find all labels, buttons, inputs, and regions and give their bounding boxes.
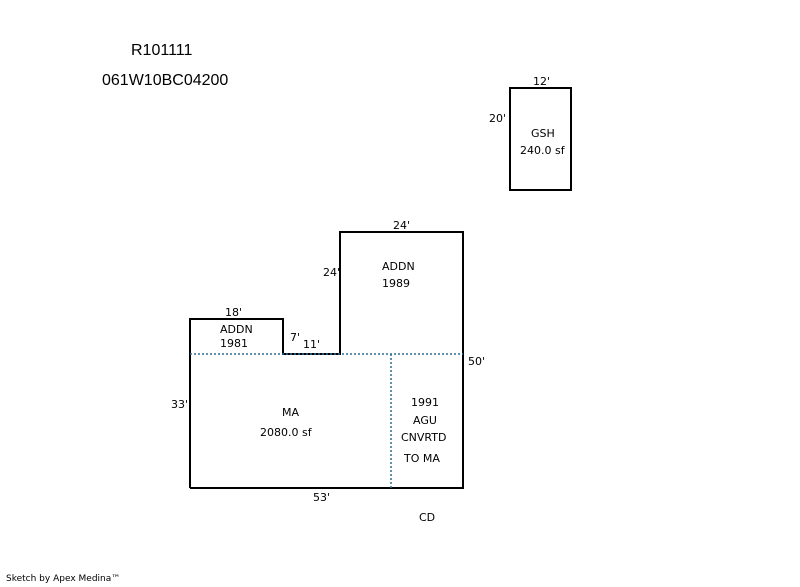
cd-label: CD (419, 511, 435, 524)
sketch-credit: Sketch by Apex Medina™ (6, 574, 121, 584)
converted-line4: TO MA (403, 452, 440, 465)
addn-1989-label: ADDN (382, 260, 415, 273)
gsh-area: 240.0 sf (520, 144, 566, 157)
ma-right-dim: 50' (468, 355, 485, 368)
addn-1989-top-dim: 24' (393, 219, 410, 232)
ma-label: MA (282, 406, 299, 419)
addn-1981-top-dim: 18' (225, 306, 242, 319)
converted-line2: AGU (413, 414, 437, 427)
ma-left-dim: 33' (171, 398, 188, 411)
gsh-label: GSH (531, 127, 555, 140)
addn-1981-step-vertical-dim: 7' (290, 331, 300, 344)
parcel-number: 061W10BC04200 (102, 72, 229, 89)
gsh-height-label: 20' (489, 112, 506, 125)
ma-area: 2080.0 sf (260, 426, 313, 439)
converted-year: 1991 (411, 396, 439, 409)
addn-1981-step-horizontal-dim: 11' (303, 338, 320, 351)
addn-1989-year: 1989 (382, 277, 410, 290)
account-number: R101111 (131, 42, 193, 59)
ma-bottom-dim: 53' (313, 491, 330, 504)
addn-1981-year: 1981 (220, 337, 248, 350)
gsh-outline (509, 87, 572, 191)
addn-1981-label: ADDN (220, 323, 253, 336)
gsh-width-label: 12' (533, 75, 550, 88)
converted-line3: CNVRTD (401, 431, 446, 444)
addn-1989-left-dim: 24' (323, 266, 340, 279)
